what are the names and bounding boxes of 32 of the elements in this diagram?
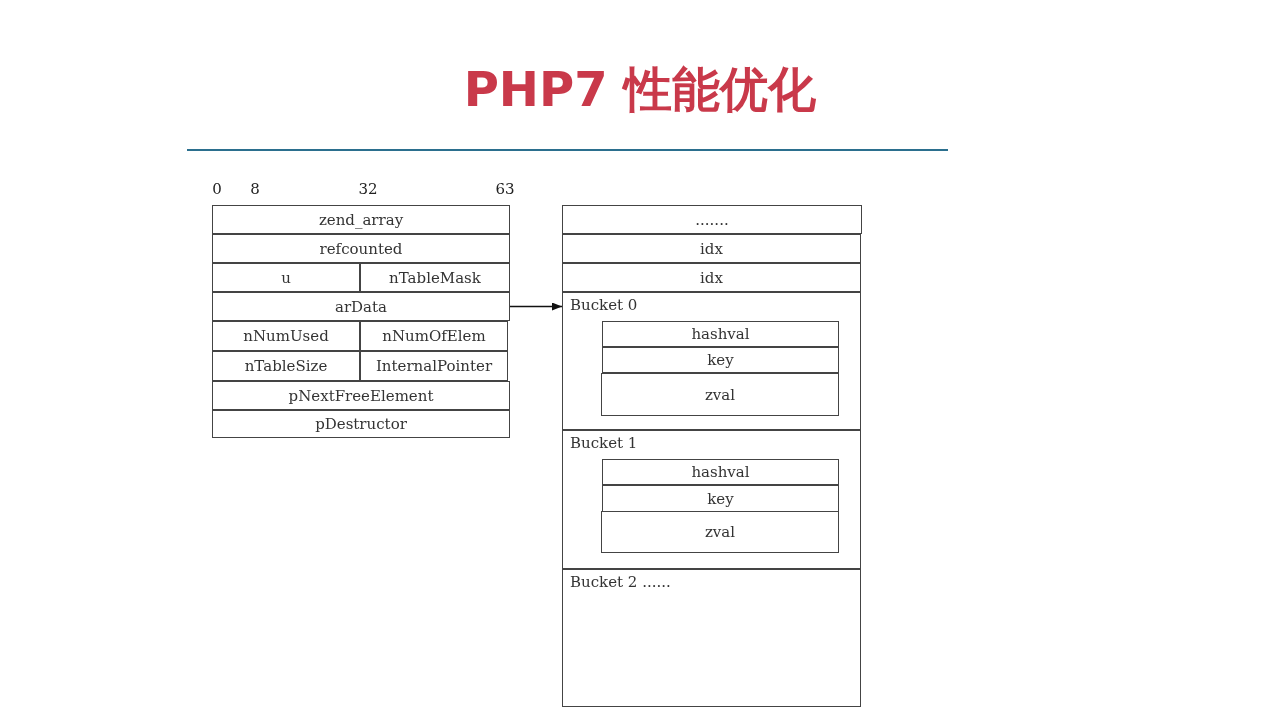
bit-offset-label: 63 [495, 180, 515, 198]
bucket-label: Bucket 1 [570, 434, 638, 452]
bucket-box [562, 292, 861, 430]
field-cell: pDestructor [212, 410, 510, 438]
arrow [509, 302, 563, 311]
field-cell: key [602, 347, 839, 373]
field-cell: nNumOfElem [360, 321, 508, 351]
bucket-label: Bucket 2 ...... [570, 573, 671, 591]
field-cell: zval [601, 511, 839, 553]
field-cell: u [212, 263, 360, 292]
field-cell: zval [601, 373, 839, 416]
field-cell: InternalPointer [360, 351, 508, 381]
slide-title: PHP7 性能优化 [462, 60, 818, 119]
field-cell: pNextFreeElement [212, 381, 510, 410]
field-cell: arData [212, 292, 510, 321]
bit-offset-label: 8 [250, 180, 260, 198]
field-cell: key [602, 485, 839, 512]
field-cell: nTableMask [360, 263, 510, 292]
field-cell: zend_array [212, 205, 510, 234]
bucket-box [562, 569, 861, 707]
field-cell: idx [562, 234, 861, 263]
bucket-label: Bucket 0 [570, 296, 638, 314]
field-cell: nTableSize [212, 351, 360, 381]
field-cell: hashval [602, 459, 839, 485]
field-cell: hashval [602, 321, 839, 347]
field-cell: idx [562, 263, 861, 292]
bit-offset-label: 0 [212, 180, 222, 198]
bucket-box [562, 430, 861, 569]
field-cell: nNumUsed [212, 321, 360, 351]
field-cell: ....... [562, 205, 862, 234]
bit-offset-label: 32 [358, 180, 378, 198]
field-cell: refcounted [212, 234, 510, 263]
